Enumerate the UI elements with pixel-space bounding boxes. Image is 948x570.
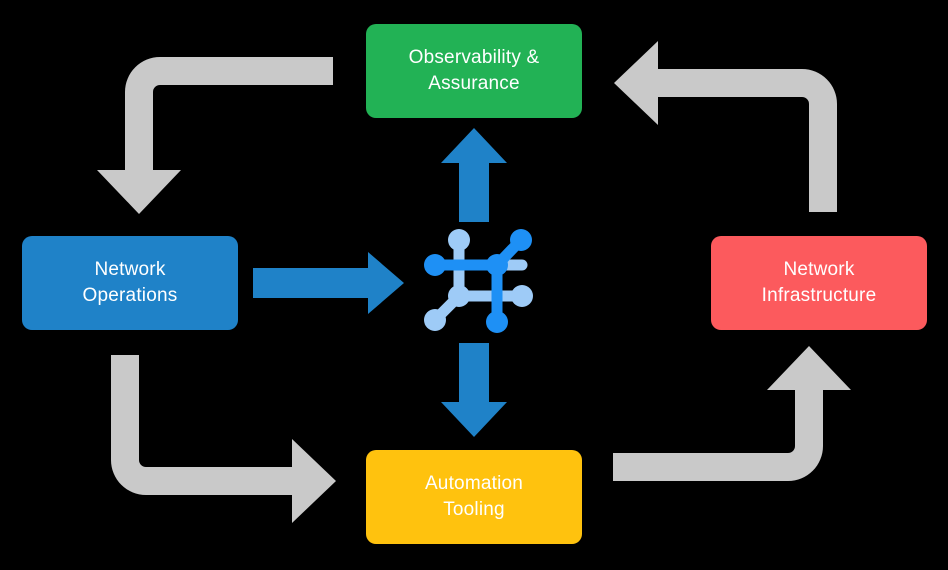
network-icon-links [429, 234, 528, 326]
node-right [511, 285, 533, 307]
node-top-left [448, 229, 470, 251]
node-top-right [510, 229, 532, 251]
node-bottom [486, 311, 508, 333]
node-box-network-infrastructure[interactable]: Network Infrastructure [711, 236, 927, 330]
node-label-automation-tooling: Automation Tooling [424, 473, 524, 520]
network-icon-nodes [424, 229, 533, 333]
node-box-observability[interactable]: Observability & Assurance [366, 24, 582, 118]
node-label-network-operations: Network Operations [82, 259, 178, 306]
node-center-right [486, 254, 508, 276]
node-box-network-operations[interactable]: Network Operations [22, 236, 238, 330]
node-left [424, 254, 446, 276]
node-label-network-infrastructure: Network Infrastructure [761, 259, 877, 306]
node-label-observability: Observability & Assurance [408, 47, 540, 94]
node-bottom-left [424, 309, 446, 331]
node-bottom-left-junction [448, 285, 470, 307]
node-box-automation-tooling[interactable]: Automation Tooling [366, 450, 582, 544]
